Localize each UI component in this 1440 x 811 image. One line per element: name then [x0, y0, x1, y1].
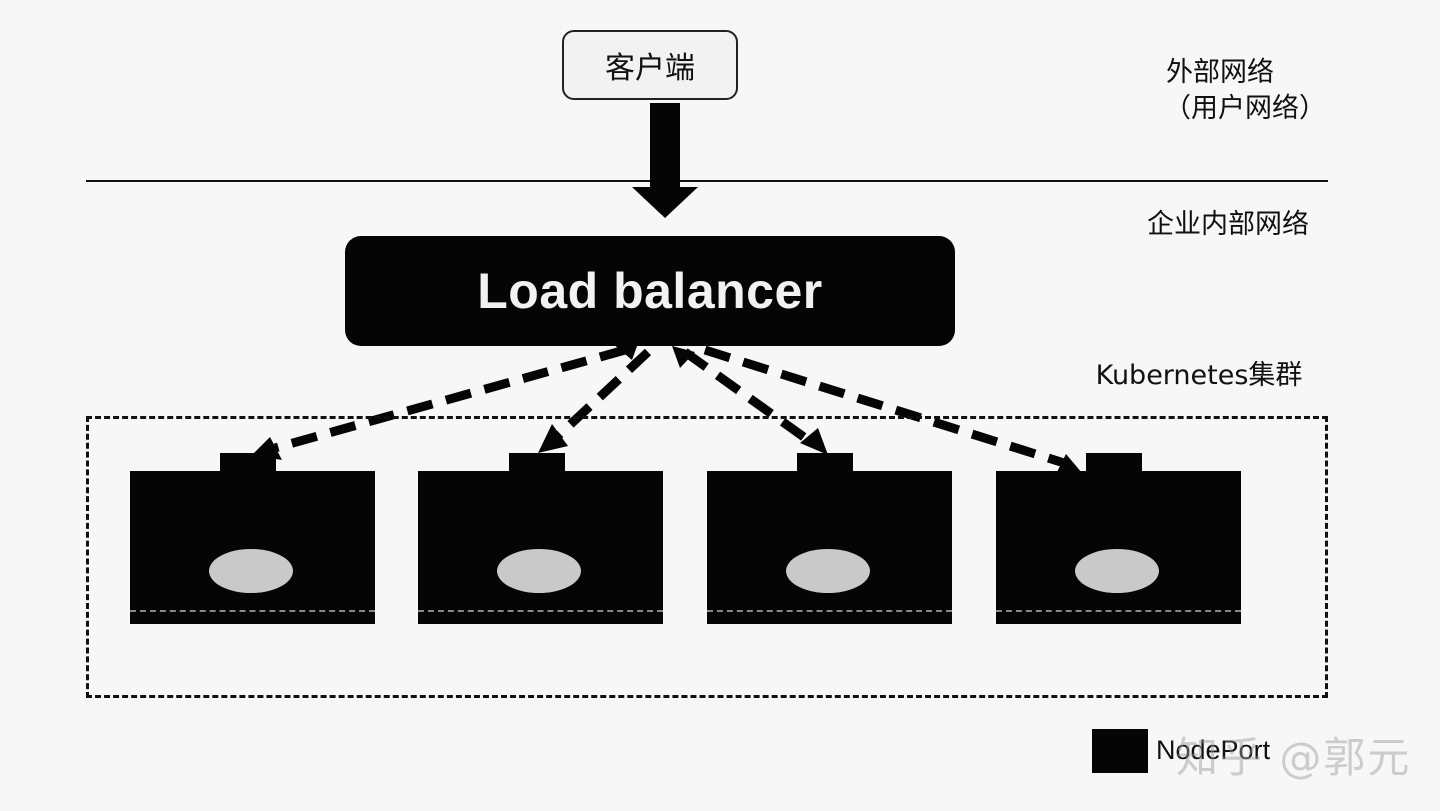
node-baseline	[418, 610, 663, 612]
node2-arrowhead	[538, 424, 568, 453]
node4-arrowhead	[1056, 454, 1082, 474]
pod-ellipse	[209, 549, 293, 593]
pod-ellipse	[786, 549, 870, 593]
node-baseline	[130, 610, 375, 612]
node-baseline	[996, 610, 1241, 612]
lb-to-node4-arrow	[703, 345, 1066, 468]
client-box: 客户端	[562, 30, 738, 100]
load-balancer-label: Load balancer	[477, 263, 823, 319]
lb-origin-head-2	[672, 346, 695, 368]
client-label: 客户端	[605, 51, 695, 86]
nodeport-1	[220, 453, 276, 475]
node3-arrowhead	[800, 428, 828, 455]
legend-nodeport-swatch	[1092, 729, 1148, 773]
nodeport-2	[509, 453, 565, 475]
node-box-1	[130, 471, 375, 624]
external-network-sublabel: （用户网络）	[1164, 93, 1326, 124]
node-box-3	[707, 471, 952, 624]
external-network-label: 外部网络	[1166, 57, 1274, 88]
pod-ellipse	[1075, 549, 1159, 593]
lb-to-node2-arrow	[554, 348, 652, 440]
lb-to-node3-arrow	[682, 348, 811, 444]
legend-nodeport-label: NodePort	[1156, 735, 1271, 765]
pod-ellipse	[497, 549, 581, 593]
client-arrow-shaft	[650, 103, 680, 189]
client-arrow-head	[632, 187, 698, 218]
internal-network-label: 企业内部网络	[1147, 209, 1309, 240]
cluster-label: Kubernetes集群	[1095, 360, 1303, 391]
node-baseline	[707, 610, 952, 612]
cluster-boundary	[86, 416, 1328, 698]
nodeport-3	[797, 453, 853, 475]
load-balancer-box: Load balancer	[345, 236, 955, 346]
node-box-4	[996, 471, 1241, 624]
lb-to-node1-arrow	[273, 345, 627, 453]
nodeport-4	[1086, 453, 1142, 475]
watermark: 知乎 @郭元	[1176, 733, 1412, 782]
node-box-2	[418, 471, 663, 624]
